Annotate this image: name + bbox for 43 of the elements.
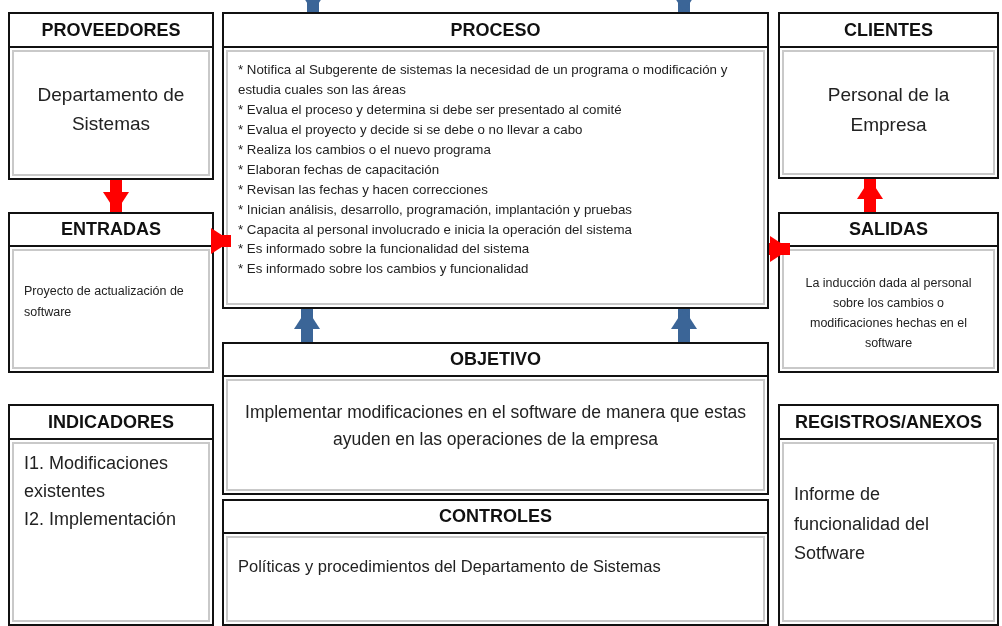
body-text: I2. Implementación	[24, 507, 178, 531]
panel-heading: SALIDAS	[780, 214, 997, 247]
body-text: I1. Modificaciones existentes	[24, 452, 170, 503]
bullet-item: * Realiza los cambios o el nuevo programa	[238, 140, 492, 159]
body-text: Políticas y procedimientos del Departamento de Sistemas	[238, 556, 662, 577]
body-text: La inducción dada al personal sobre los cambios o modificaciones hechas en el software	[804, 275, 973, 352]
panel-heading: CONTROLES	[224, 501, 767, 534]
bullet-item: * Evalua el proceso y determina si debe ser presentado al comité	[238, 100, 623, 119]
panel-box	[8, 404, 214, 626]
body-text: Personal de la Empresa	[826, 83, 951, 138]
panel-box	[778, 212, 999, 373]
panel-heading: ENTRADAS	[10, 214, 212, 247]
body-text: Departamento de Sistemas	[36, 83, 186, 137]
bullet-item: * Inician análisis, desarrollo, programación, implantación y pruebas	[238, 200, 633, 219]
block-arrow	[103, 180, 129, 212]
panel-box	[222, 342, 769, 495]
bullet-item: * Capacita al personal involucrado e inicia la operación del sistema	[238, 220, 633, 239]
block-arrow	[211, 228, 231, 254]
bullet-item: * Notifica al Subgerente de sistemas la necesidad de un programa o modificación y estudia cuales son las áreas	[238, 61, 729, 99]
body-text: Proyecto de actualización de software	[24, 283, 185, 321]
bullet-item: * Elaboran fechas de capacitación	[238, 160, 441, 179]
body-text: Informe de funcionalidad del Sotfware	[794, 483, 931, 566]
bullet-item: * Es informado sobre los cambios y funcionalidad	[238, 260, 530, 279]
panel-box	[8, 12, 214, 180]
panel-box	[222, 12, 769, 309]
body-text: Implementar modificaciones en el software de manera que estas ayuden en las operaciones de la empresa	[244, 401, 747, 452]
panel-box	[222, 499, 769, 626]
bullet-item: * Revisan las fechas y hacen correcciones	[238, 180, 489, 199]
block-arrow	[857, 179, 883, 212]
panel-heading: REGISTROS/ANEXOS	[780, 406, 997, 440]
panel-heading: PROVEEDORES	[10, 14, 212, 48]
bullet-item: * Evalua el proyecto y decide si se debe o no llevar a cabo	[238, 120, 584, 139]
panel-heading: INDICADORES	[10, 406, 212, 440]
block-arrow	[671, 309, 697, 342]
bullet-item: * Es informado sobre la funcionalidad del sistema	[238, 240, 531, 259]
panel-box	[778, 404, 999, 626]
panel-box	[8, 212, 214, 373]
block-arrow	[769, 236, 790, 262]
panel-heading: OBJETIVO	[224, 344, 767, 377]
panel-heading: CLIENTES	[780, 14, 997, 48]
panel-heading: PROCESO	[224, 14, 767, 48]
panel-box	[778, 12, 999, 179]
block-arrow	[294, 309, 320, 342]
